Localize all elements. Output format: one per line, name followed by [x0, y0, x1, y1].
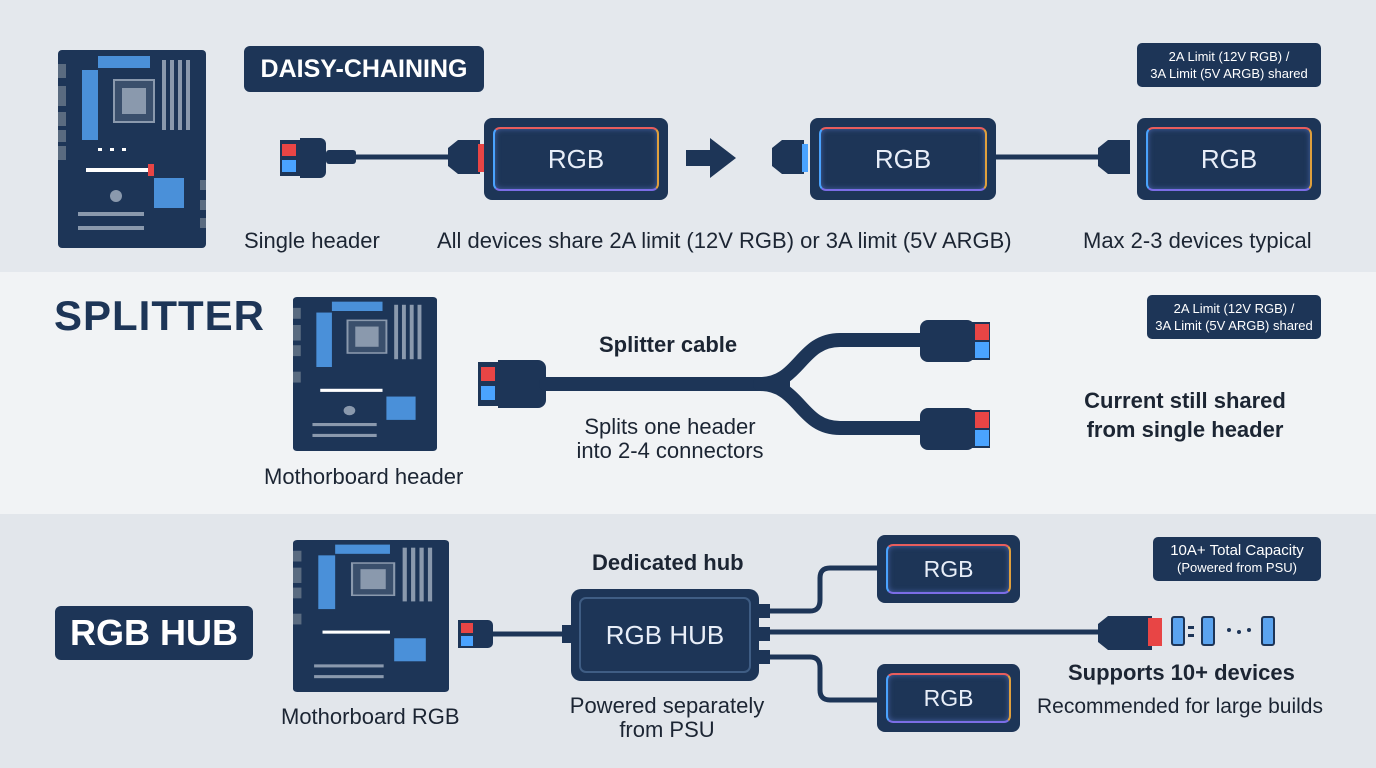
motherboard-rgb-label: Mothorboard RGB — [281, 704, 460, 729]
motherboard-icon — [52, 50, 210, 248]
splitter-cable-label: Splitter cable — [599, 332, 738, 357]
rgb-device: RGB — [810, 118, 996, 200]
caption-max-devices: Max 2-3 devices typical — [1083, 228, 1312, 253]
motherboard-icon — [286, 540, 449, 692]
ellipsis-icon — [1188, 626, 1251, 637]
daisy-connector-3 — [1098, 140, 1130, 174]
splitter-description: Splits one header into 2-4 connectors — [560, 415, 780, 463]
splitter-output-plug-2 — [920, 408, 990, 450]
daisy-arrow — [686, 138, 736, 178]
splitter-output-plug-1 — [920, 320, 990, 362]
powered-line: from PSU — [619, 717, 715, 742]
note-line: 2A Limit (12V RGB) / — [1168, 49, 1290, 64]
daisy-current-limit-note: 2A Limit (12V RGB) / 3A Limit (5V ARGB) … — [1137, 43, 1321, 87]
caption-shared-limit: All devices share 2A limit (12V RGB) or … — [437, 228, 1012, 253]
rgb-device: RGB — [877, 535, 1020, 603]
current-shared-note: Current still shared from single header — [1072, 386, 1298, 444]
daisy-connector-1 — [448, 140, 480, 174]
daisy-chaining-title: DAISY-CHAINING — [244, 46, 484, 92]
rgb-device: RGB — [1137, 118, 1321, 200]
dedicated-hub-label: Dedicated hub — [592, 550, 744, 575]
rgb-device-label: RGB — [886, 673, 1011, 723]
rgb-device-label: RGB — [886, 544, 1011, 594]
hub-capacity-note: 10A+ Total Capacity (Powered from PSU) — [1153, 537, 1321, 581]
note-line: (Powered from PSU) — [1177, 560, 1297, 575]
daisy-connector-2 — [772, 140, 804, 174]
rgb-hub-box: RGB HUB — [571, 589, 759, 681]
current-line: Current still shared — [1084, 388, 1286, 413]
daisy-single-header-plug — [280, 138, 356, 178]
powered-line: Powered separately — [569, 693, 765, 718]
recommended-label: Recommended for large builds — [1037, 695, 1323, 718]
rgb-device: RGB — [877, 664, 1020, 732]
hub-cable-bottom — [770, 654, 878, 703]
note-line: 3A Limit (5V ARGB) shared — [1150, 66, 1308, 81]
splitter-title: SPLITTER — [54, 292, 266, 339]
hub-connector-out — [1098, 616, 1152, 650]
note-line: 3A Limit (5V ARGB) shared — [1155, 318, 1313, 333]
caption-single-header: Single header — [244, 228, 380, 253]
motherboard-icon — [287, 297, 437, 451]
hub-cable-top — [770, 565, 878, 614]
supports-devices-label: Supports 10+ devices — [1068, 660, 1295, 685]
rgb-device-label: RGB — [819, 127, 987, 191]
band-splitter — [0, 272, 1376, 514]
hub-input-plug — [458, 620, 493, 648]
rgb-device: RGB — [484, 118, 668, 200]
rgb-hub-title: RGB HUB — [55, 606, 253, 660]
powered-separately-label: Powered separately from PSU — [556, 694, 778, 742]
rgb-hub-label: RGB HUB — [579, 597, 751, 673]
desc-line: into 2-4 connectors — [576, 438, 764, 463]
desc-line: Splits one header — [584, 414, 756, 439]
extra-devices-icon — [1171, 616, 1275, 646]
motherboard-header-label: Mothorboard header — [264, 464, 464, 489]
splitter-current-limit-note: 2A Limit (12V RGB) / 3A Limit (5V ARGB) … — [1147, 295, 1321, 339]
rgb-device-label: RGB — [1146, 127, 1312, 191]
rgb-device-label: RGB — [493, 127, 659, 191]
note-line: 10A+ Total Capacity — [1170, 542, 1304, 559]
splitter-input-plug — [478, 360, 546, 408]
note-line: 2A Limit (12V RGB) / — [1173, 301, 1295, 316]
current-line: from single header — [1086, 417, 1284, 442]
